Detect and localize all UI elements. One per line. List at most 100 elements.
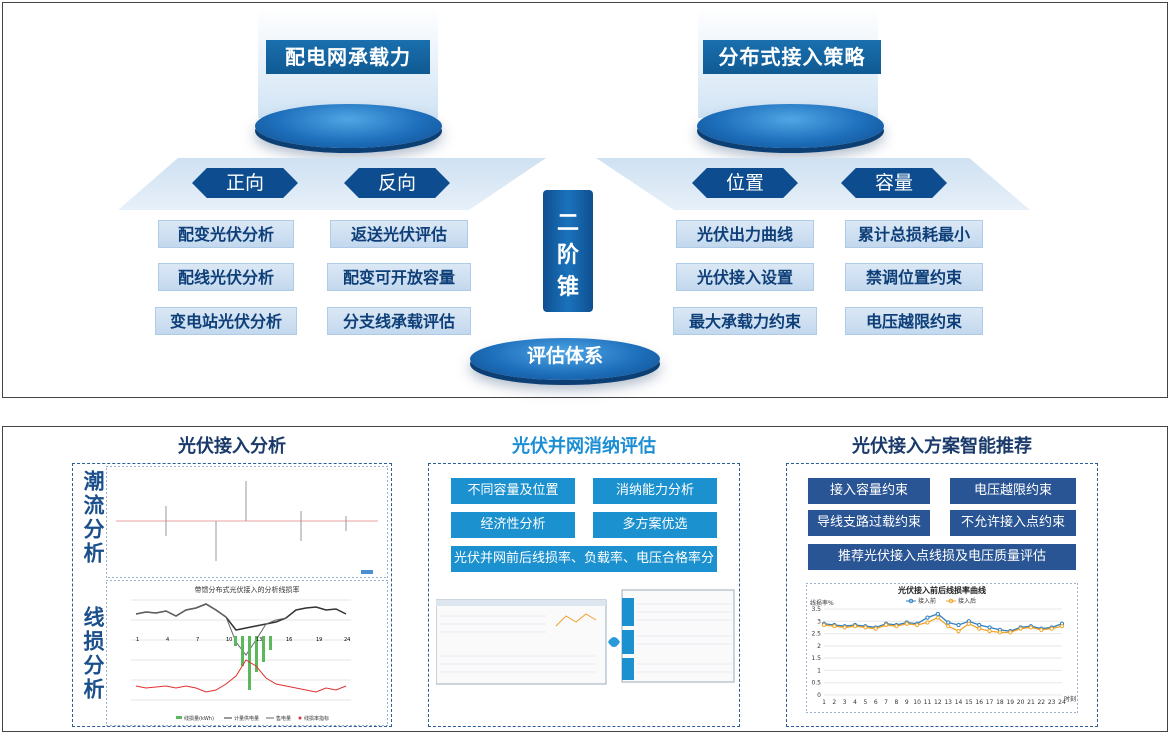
btn-capacity-constraint[interactable]: 接入容量约束 (808, 478, 930, 504)
item-max-capacity: 最大承载力约束 (673, 307, 817, 335)
loss-chart-title: 带馈分布式光伏接入的分析线损率 (195, 585, 300, 594)
x-tick-label: 6 (874, 699, 878, 706)
x-tick-label: 15 (965, 699, 973, 706)
data-point (915, 622, 920, 628)
svg-text:24: 24 (344, 637, 350, 643)
y-tick-label: 3.5 (811, 606, 821, 613)
x-tick-label: 19 (1006, 699, 1014, 706)
data-point (904, 621, 909, 626)
section3-title: 光伏接入方案智能推荐 (852, 436, 1032, 457)
item-open-capacity: 配变可开放容量 (327, 263, 471, 291)
data-point (946, 620, 951, 625)
data-point (1059, 624, 1065, 629)
x-tick-label: 13 (944, 699, 952, 706)
right-platform (596, 158, 1030, 210)
left-platform (118, 158, 546, 210)
item-pv-access: 光伏接入设置 (676, 263, 814, 291)
svg-text:1: 1 (136, 637, 139, 643)
svg-text:13: 13 (256, 637, 262, 643)
x-tick-label: 10 (913, 699, 921, 706)
data-point (863, 625, 868, 630)
btn-overload-constraint[interactable]: 导线支路过载约束 (808, 510, 930, 536)
data-point (873, 626, 878, 631)
x-tick-label: 1 (822, 699, 826, 706)
btn-absorption-analysis[interactable]: 消纳能力分析 (593, 478, 717, 504)
data-point (977, 622, 982, 628)
software-screenshot (436, 589, 735, 685)
x-tick-label: 7 (884, 699, 888, 706)
item-reverse-pv: 返送光伏评估 (330, 220, 468, 248)
section1-side-loss: 线损分析 (81, 606, 105, 702)
x-tick-label: 16 (975, 699, 983, 706)
y-tick-label: 2 (817, 643, 821, 650)
btn-recommend-evaluation[interactable]: 推荐光伏接入点线损及电压质量评估 (808, 544, 1076, 570)
legend-supply: 计量供电量 (234, 715, 259, 722)
x-tick-label: 22 (1037, 699, 1045, 706)
y-tick-label: 1.5 (811, 655, 821, 662)
x-tick-label: 12 (934, 699, 942, 706)
data-point (946, 624, 951, 629)
data-point (832, 624, 837, 629)
x-tick-label: 9 (905, 699, 909, 706)
x-tick-label: 18 (996, 699, 1004, 706)
btn-before-after-analysis[interactable]: 光伏并网前后线损率、负载率、电压合格率分析 (451, 546, 717, 592)
btn-voltage-constraint[interactable]: 电压越限约束 (950, 478, 1076, 504)
data-point (987, 629, 992, 634)
data-point (987, 625, 992, 630)
legend-after: 接入后 (958, 597, 976, 605)
data-point (852, 624, 858, 629)
data-point (925, 620, 930, 625)
diamond-reverse: 反向 (344, 168, 450, 198)
right-disc (697, 104, 884, 148)
btn-economic-analysis[interactable]: 经济性分析 (451, 512, 575, 538)
x-tick-label: 3 (843, 699, 847, 706)
diamond-capacity: 容量 (841, 168, 947, 198)
section1-side-flow: 潮流分析 (81, 470, 105, 566)
x-tick-label: 5 (863, 699, 867, 706)
x-tick-label: 17 (986, 699, 994, 706)
data-point (956, 629, 961, 634)
x-tick-label: 2 (832, 699, 836, 706)
x-tick-label: 8 (895, 699, 899, 706)
section2-frame (428, 463, 740, 727)
data-point (883, 622, 889, 628)
section1-title: 光伏接入分析 (178, 436, 286, 457)
legend-sales: 售电量 (276, 715, 291, 722)
svg-text:19: 19 (316, 637, 322, 643)
bottom-disc (470, 338, 660, 380)
svg-text:7: 7 (196, 637, 199, 643)
flow-diagram (106, 466, 388, 578)
item-transformer-pv: 配变光伏分析 (158, 220, 294, 248)
section1-frame (72, 463, 392, 727)
data-point (956, 622, 961, 628)
data-point (1039, 627, 1044, 632)
btn-scheme-optimization[interactable]: 多方案优选 (593, 512, 717, 538)
diamond-position: 位置 (692, 168, 798, 198)
diamond-forward: 正向 (192, 168, 298, 198)
legend-before: 接入前 (918, 597, 936, 605)
y-tick-label: 3 (817, 618, 821, 625)
data-point (1018, 626, 1023, 631)
btn-capacity-position[interactable]: 不同容量及位置 (451, 478, 575, 504)
x-tick-label: 24 (1058, 699, 1066, 706)
data-point (935, 611, 940, 617)
right-title: 分布式接入策略 (703, 40, 881, 74)
data-point (1008, 630, 1013, 635)
section2-title: 光伏并网消纳评估 (512, 436, 656, 457)
data-point (1028, 625, 1034, 630)
data-point (935, 615, 940, 620)
item-line-pv: 配线光伏分析 (158, 263, 294, 291)
legend-loss-rate: 线损率指标 (304, 715, 329, 722)
data-point (894, 624, 899, 629)
bottom-label: 评估体系 (526, 345, 603, 367)
center-label: 二阶锥 (556, 211, 579, 300)
section3-frame (786, 463, 1098, 727)
x-tick-label: 23 (1048, 699, 1056, 706)
item-branch-capacity: 分支线承载评估 (327, 307, 471, 335)
btn-forbidden-point-constraint[interactable]: 不允许接入点约束 (950, 510, 1076, 536)
data-point (1049, 626, 1054, 631)
y-tick-label: 0.5 (811, 680, 821, 687)
x-tick-label: 14 (955, 699, 963, 706)
item-substation-pv: 变电站光伏分析 (155, 307, 297, 335)
